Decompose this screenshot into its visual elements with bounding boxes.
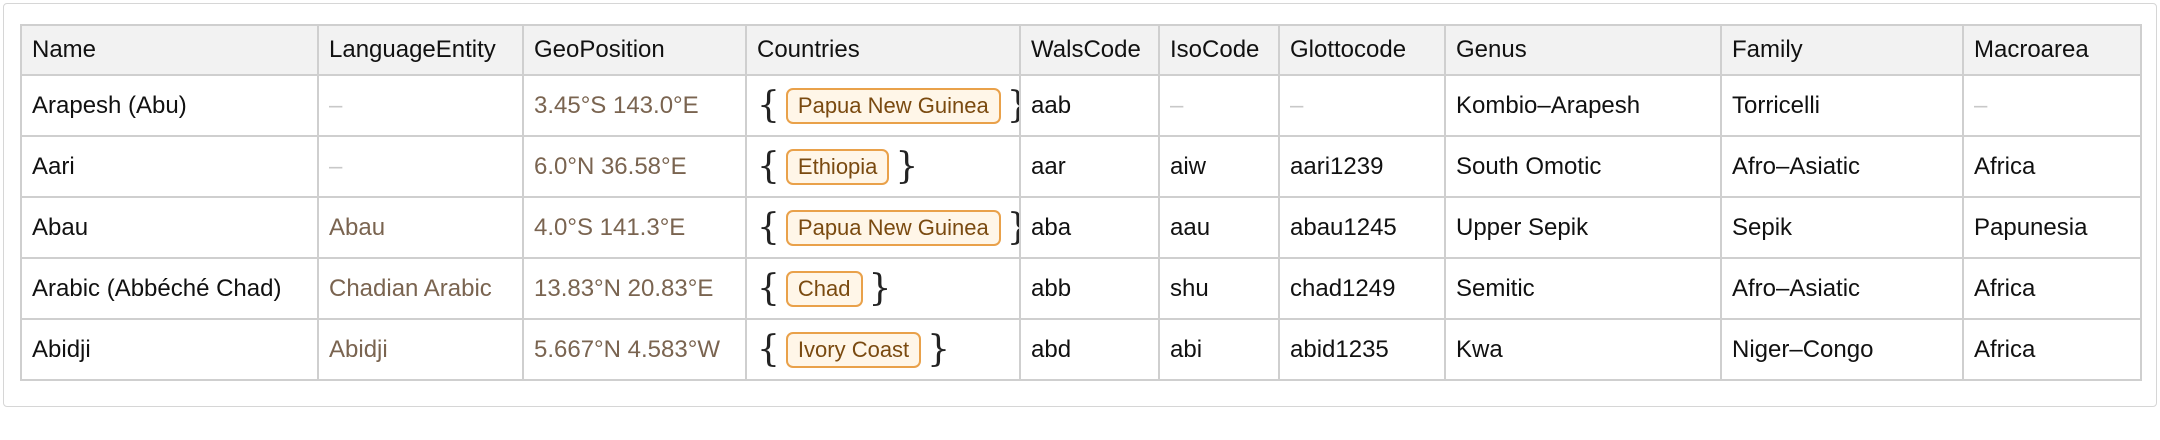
cell-geo-position[interactable]: 6.0°N 36.58°E <box>522 135 747 198</box>
cell-glottocode: abid1235 <box>1278 318 1446 381</box>
column-header-genus[interactable]: Genus <box>1444 24 1722 76</box>
cell-macroarea: Africa <box>1962 135 2142 198</box>
cell-geo-position[interactable]: 4.0°S 141.3°E <box>522 196 747 259</box>
cell-geo-position[interactable]: 13.83°N 20.83°E <box>522 257 747 320</box>
cell-macroarea: Africa <box>1962 257 2142 320</box>
cell-iso-code: aau <box>1158 196 1280 259</box>
cell-countries: { Papua New Guinea } <box>745 196 1021 259</box>
cell-glottocode: aari1239 <box>1278 135 1446 198</box>
column-header-macroarea[interactable]: Macroarea <box>1962 24 2142 76</box>
country-entity-chip[interactable]: Chad <box>785 270 863 307</box>
countries-list: { Papua New Guinea } <box>757 205 1018 251</box>
cell-countries: { Chad } <box>745 257 1021 320</box>
table-row: Arapesh (Abu) – 3.45°S 143.0°E { Papua N… <box>20 74 2142 137</box>
cell-family: Sepik <box>1720 196 1964 259</box>
close-brace: } <box>927 328 951 370</box>
close-brace: } <box>1007 83 1018 129</box>
cell-language-entity[interactable]: Abidji <box>317 318 524 381</box>
cell-family: Torricelli <box>1720 74 1964 137</box>
cell-glottocode: chad1249 <box>1278 257 1446 320</box>
column-header-glottocode[interactable]: Glottocode <box>1278 24 1446 76</box>
countries-list: { Papua New Guinea } <box>757 83 1018 129</box>
cell-language-entity[interactable]: Abau <box>317 196 524 259</box>
cell-family: Niger–Congo <box>1720 318 1964 381</box>
table-row: Arabic (Abbéché Chad) Chadian Arabic 13.… <box>20 257 2142 320</box>
country-entity-chip[interactable]: Papua New Guinea <box>785 87 1001 124</box>
cell-genus: Kombio–Arapesh <box>1444 74 1722 137</box>
countries-list: { Ethiopia } <box>757 144 918 190</box>
cell-wals-code: aab <box>1019 74 1160 137</box>
column-header-name[interactable]: Name <box>20 24 319 76</box>
cell-name: Arabic (Abbéché Chad) <box>20 257 319 320</box>
cell-glottocode: – <box>1278 74 1446 137</box>
cell-genus: Kwa <box>1444 318 1722 381</box>
cell-glottocode: abau1245 <box>1278 196 1446 259</box>
cell-iso-code: – <box>1158 74 1280 137</box>
column-header-walscode[interactable]: WalsCode <box>1019 24 1160 76</box>
cell-language-entity: – <box>317 74 524 137</box>
cell-genus: South Omotic <box>1444 135 1722 198</box>
open-brace: { <box>757 328 780 370</box>
cell-wals-code: aar <box>1019 135 1160 198</box>
cell-family: Afro–Asiatic <box>1720 257 1964 320</box>
open-brace: { <box>757 84 780 126</box>
table-body: Arapesh (Abu) – 3.45°S 143.0°E { Papua N… <box>20 74 2142 381</box>
table-row: Abau Abau 4.0°S 141.3°E { Papua New Guin… <box>20 196 2142 259</box>
close-brace: } <box>1007 205 1018 251</box>
cell-wals-code: aba <box>1019 196 1160 259</box>
column-header-geoposition[interactable]: GeoPosition <box>522 24 747 76</box>
countries-list: { Chad } <box>757 266 891 312</box>
cell-geo-position[interactable]: 3.45°S 143.0°E <box>522 74 747 137</box>
cell-countries: { Papua New Guinea } <box>745 74 1021 137</box>
countries-list: { Ivory Coast } <box>757 327 950 373</box>
column-header-isocode[interactable]: IsoCode <box>1158 24 1280 76</box>
country-entity-chip[interactable]: Ethiopia <box>785 148 890 185</box>
cell-countries: { Ivory Coast } <box>745 318 1021 381</box>
cell-genus: Semitic <box>1444 257 1722 320</box>
open-brace: { <box>757 145 780 187</box>
column-header-countries[interactable]: Countries <box>745 24 1021 76</box>
cell-wals-code: abd <box>1019 318 1160 381</box>
cell-name: Abau <box>20 196 319 259</box>
cell-countries: { Ethiopia } <box>745 135 1021 198</box>
close-brace: } <box>895 145 919 187</box>
open-brace: { <box>757 267 780 309</box>
cell-iso-code: abi <box>1158 318 1280 381</box>
column-header-family[interactable]: Family <box>1720 24 1964 76</box>
cell-macroarea: – <box>1962 74 2142 137</box>
cell-macroarea: Africa <box>1962 318 2142 381</box>
cell-geo-position[interactable]: 5.667°N 4.583°W <box>522 318 747 381</box>
cell-macroarea: Papunesia <box>1962 196 2142 259</box>
column-header-languageentity[interactable]: LanguageEntity <box>317 24 524 76</box>
cell-name: Aari <box>20 135 319 198</box>
open-brace: { <box>757 206 780 248</box>
cell-genus: Upper Sepik <box>1444 196 1722 259</box>
cell-language-entity: – <box>317 135 524 198</box>
header-row: Name LanguageEntity GeoPosition Countrie… <box>20 24 2142 76</box>
close-brace: } <box>868 267 892 309</box>
cell-wals-code: abb <box>1019 257 1160 320</box>
cell-family: Afro–Asiatic <box>1720 135 1964 198</box>
cell-iso-code: aiw <box>1158 135 1280 198</box>
table-row: Abidji Abidji 5.667°N 4.583°W { Ivory Co… <box>20 318 2142 381</box>
table-row: Aari – 6.0°N 36.58°E { Ethiopia } aar ai… <box>20 135 2142 198</box>
country-entity-chip[interactable]: Ivory Coast <box>785 331 922 368</box>
country-entity-chip[interactable]: Papua New Guinea <box>785 209 1001 246</box>
cell-iso-code: shu <box>1158 257 1280 320</box>
cell-name: Abidji <box>20 318 319 381</box>
cell-name: Arapesh (Abu) <box>20 74 319 137</box>
cell-language-entity[interactable]: Chadian Arabic <box>317 257 524 320</box>
dataset-table: Name LanguageEntity GeoPosition Countrie… <box>20 24 2142 381</box>
table-header: Name LanguageEntity GeoPosition Countrie… <box>20 24 2142 76</box>
dataset-frame: Name LanguageEntity GeoPosition Countrie… <box>3 3 2157 407</box>
